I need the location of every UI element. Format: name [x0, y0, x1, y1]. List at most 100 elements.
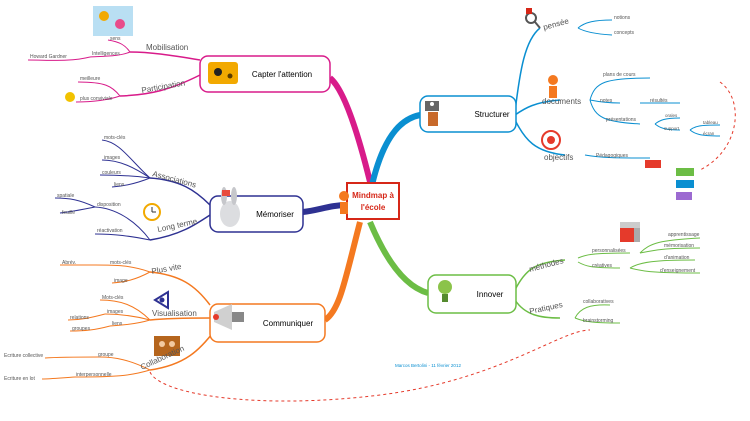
megaphone-icon [213, 304, 244, 330]
magnifier-icon [525, 8, 541, 29]
node-communiquer-label: Communiquer [263, 319, 314, 328]
vite-line-mots [94, 264, 151, 273]
part-child-conviviale: plus conviviale [80, 96, 113, 102]
collab-sub-2 [41, 376, 76, 380]
collab-sub-1 [44, 356, 101, 359]
center-node[interactable] [346, 182, 400, 220]
meth-child-creat: créatives [592, 263, 613, 269]
dispo-line-spatiale [54, 197, 96, 208]
plusvite-label: Plus vite [151, 262, 183, 276]
visu-child-3: liens [112, 321, 123, 327]
pensee-label: pensée [542, 16, 570, 32]
visu-sub-1-label: relations [70, 315, 89, 321]
dispo-line-feuille [59, 206, 96, 214]
obj-line-peda [584, 154, 651, 159]
docs-child-notes: notes [600, 98, 613, 104]
prat-child-brain: brainstorming [583, 318, 614, 324]
person-icon [339, 191, 349, 214]
cube-icon [620, 222, 640, 242]
mob-leaf-gardner: Howard Gardner [30, 54, 67, 60]
meth-sub-2: mémorisation [664, 243, 694, 249]
assoc-line-1 [101, 139, 151, 179]
vite-child-1: mots-clés [110, 260, 132, 266]
long-line-react [94, 233, 151, 241]
meth-child-perso: personnalisées [592, 248, 626, 254]
meth-sub-1: apprentissage [668, 232, 700, 238]
obj-child-peda: Pédagogiques [596, 153, 628, 159]
center-label-2: l'école [361, 203, 386, 212]
long-child-react: réactivation [97, 228, 123, 234]
pensee-line-2 [577, 27, 613, 36]
visu-child-1: Mots-clés [102, 295, 124, 301]
str-curve-obj [514, 119, 566, 156]
support-child-tab: tableau [703, 120, 718, 125]
long-child-dispo: disposition [97, 202, 121, 208]
part-line-meilleure [77, 81, 121, 97]
str-curve-pensee [514, 27, 541, 113]
perso-line-mem [639, 247, 701, 254]
node-innover-label: Innover [477, 290, 504, 299]
associations-label: Associations [151, 169, 197, 189]
vite-line-image [111, 271, 151, 284]
rabbit-icon [220, 187, 240, 227]
prat-child-collab: collaboratives [583, 299, 614, 305]
visu-line-2 [104, 313, 151, 321]
visu-sub-2 [69, 325, 111, 332]
docs-child-pres: présentations [606, 117, 637, 123]
inn-curve-prat [514, 299, 561, 319]
collab-child-1: groupe [98, 352, 114, 358]
assoc-child-3: couleurs [102, 170, 121, 176]
long-sub-feuille: feuille [62, 210, 75, 216]
center-label-1: Mindmap à [352, 191, 394, 200]
branch-curve-innover [367, 220, 429, 296]
pensee-child-1: notions [614, 15, 631, 21]
pres-line-orales [654, 117, 681, 125]
capter-curve-mob [129, 51, 201, 61]
support-line-ecran [689, 129, 721, 137]
str-curve-docs [514, 99, 561, 116]
long-sub-spatiale: spatiale [57, 193, 74, 199]
visualisation-label: Visualisation [152, 309, 197, 318]
cheese-icon [208, 62, 238, 84]
meth-sub-3: d'animation [664, 255, 690, 261]
mem-curve-long [149, 214, 211, 241]
support-line-tab [689, 124, 721, 131]
participation-label: Participation [141, 78, 186, 95]
node-structurer[interactable] [419, 95, 517, 133]
objectifs-tags [645, 160, 694, 200]
objectifs-label: objectifs [544, 153, 573, 162]
collab-child-2: interpersonnelle [76, 372, 112, 378]
visu-line-3 [109, 319, 151, 327]
pres-child-support: support [664, 126, 680, 131]
inn-curve-meth [514, 259, 566, 291]
pres-child-orales: orales [665, 113, 678, 118]
collab-line-inter [74, 369, 151, 378]
mob-line-intel [89, 51, 131, 58]
assoc-line-4 [111, 177, 151, 188]
pres-line-support [654, 123, 681, 131]
target-icon [541, 130, 561, 150]
long-line-dispo [94, 206, 151, 241]
pensee-child-2: concepts [614, 30, 635, 36]
prat-line-collab [574, 304, 611, 319]
lightbulb-icon [438, 280, 452, 302]
person-docs-icon [548, 75, 558, 98]
node-structurer-label: Structurer [474, 110, 509, 119]
visu-child-2: images [107, 309, 124, 315]
vite-leaf: Abrév. [62, 260, 76, 266]
sens-icons [93, 6, 133, 36]
branch-curve-structurer [369, 112, 421, 186]
docs-line-plans [589, 77, 651, 101]
meth-line-creat [577, 261, 621, 269]
com-curve-vite [149, 271, 211, 306]
clock-icon [143, 203, 161, 221]
notes-child-res: résultés [650, 98, 668, 104]
assoc-line-2 [101, 159, 151, 179]
visu-line-1 [99, 299, 151, 321]
pensee-line-1 [577, 19, 613, 29]
creat-line-ens [629, 267, 701, 274]
com-curve-visu [149, 317, 211, 321]
part-line-conviviale [75, 95, 121, 103]
docs-child-plans: plans de cours [603, 72, 636, 78]
